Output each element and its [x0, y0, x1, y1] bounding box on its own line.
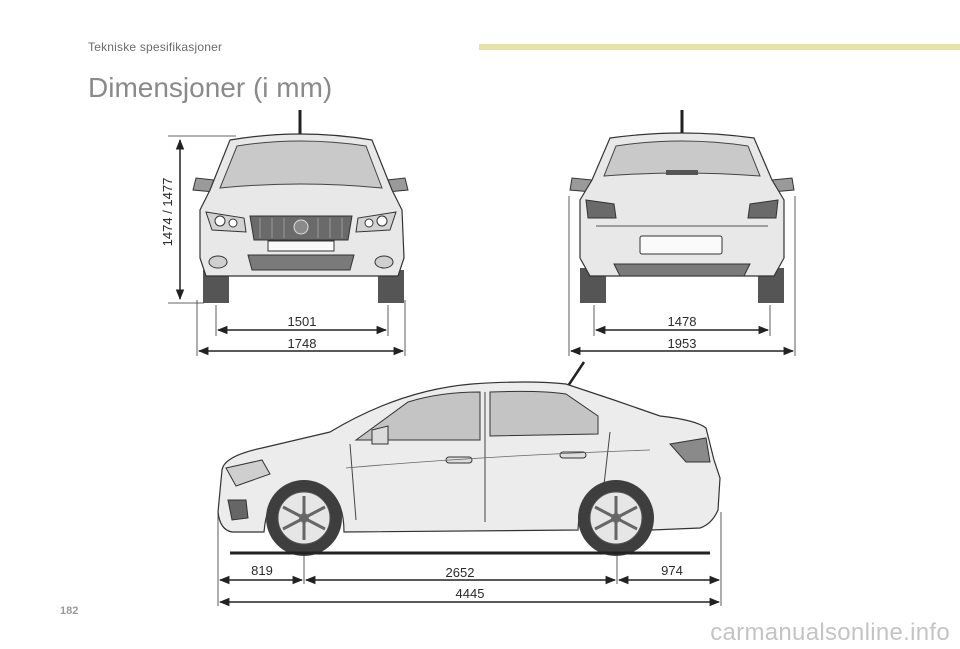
rear-track-label: 1478	[668, 314, 697, 329]
rear-view-car	[569, 110, 795, 303]
rear-width-label: 1953	[668, 336, 697, 351]
wheelbase-label: 2652	[446, 565, 475, 580]
length-dimensions: 819 2652 974 4445	[217, 512, 722, 607]
page-heading: Dimensjoner (i mm)	[88, 72, 333, 103]
watermark-link[interactable]: carmanualsonline.info	[710, 619, 950, 646]
front-view-car	[192, 110, 409, 303]
page-number: 182	[60, 605, 79, 617]
front-height-label: 1474 / 1477	[160, 178, 175, 247]
front-width-dimensions: 1501 1748	[196, 300, 406, 356]
side-view-car	[217, 361, 721, 556]
section-title: Tekniske spesifikasjoner	[88, 40, 223, 54]
front-track-label: 1501	[288, 314, 317, 329]
front-width-label: 1748	[288, 336, 317, 351]
rear-overhang-label: 974	[661, 563, 683, 578]
overall-length-label: 4445	[456, 586, 485, 601]
rear-width-dimensions: 1478 1953	[568, 196, 796, 356]
front-height-dimension: 1474 / 1477	[160, 135, 236, 304]
front-overhang-label: 819	[251, 563, 273, 578]
header-accent-bar	[479, 44, 960, 50]
